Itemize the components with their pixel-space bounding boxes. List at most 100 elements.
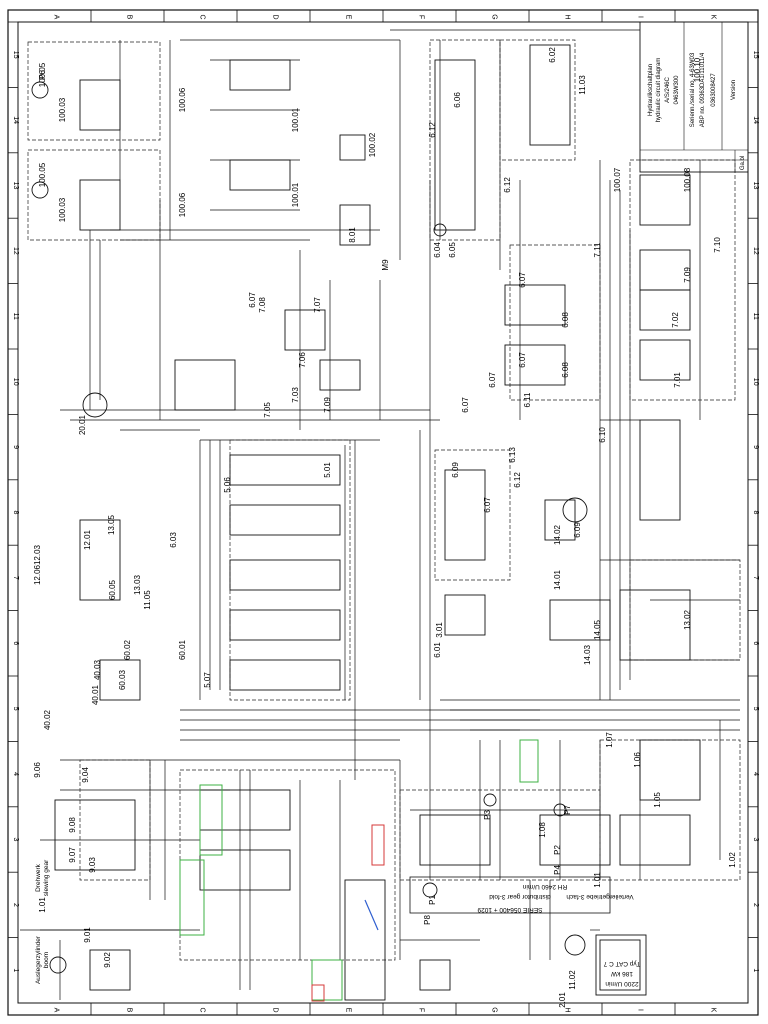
motor-type: Typ CAT C 7 [603,960,640,967]
boom-label: Auslegerzylinder [35,935,42,984]
component-block [599,939,641,991]
component-id: 9.07 [68,847,77,863]
col-label-top: D [272,14,279,19]
component-id: 6.06 [453,92,462,108]
component-block [419,814,491,866]
component-id: 6.07 [488,372,497,388]
component-id: 9.04 [81,767,90,783]
component-id: 1.02 [728,852,737,868]
assembly-outline [629,159,736,401]
component-block [199,789,291,831]
flow-series: SERIE 056400 + 1029 [477,906,542,913]
row-label-left: 11 [12,313,19,320]
component-id: 1.07 [605,732,614,748]
component-block [639,289,691,331]
component-id: 7.09 [323,397,332,413]
annotation-green-4 [311,959,343,1001]
assembly-outline [509,244,601,401]
component-id: 100.10 [693,57,702,82]
title-line5: Serienn./serial no. 4-63W03 [690,52,696,127]
col-label-top: A [53,15,60,20]
col-label-top: G [491,14,498,19]
row-label-left: 9 [12,445,19,449]
outer-frame [7,9,759,1016]
motor-kw: 186 kW [610,970,633,977]
row-label-right: 4 [752,772,759,776]
assembly-outline [229,439,351,701]
component-id: 7.07 [313,297,322,313]
component-id: P2 [553,845,562,855]
col-label-bottom: H [564,1007,571,1012]
col-label-top: K [710,15,717,20]
motor-rpm: 2200 U/min [605,980,639,987]
assembly-outline [599,739,741,881]
component-block [174,359,236,411]
component-block [79,519,121,601]
component-id: 100.01 [291,107,300,132]
component-id: 9.01 [83,927,92,943]
component-id: 100.05 [38,162,47,187]
row-label-left: 15 [12,51,19,59]
col-label-top: I [637,16,644,18]
assembly-outline [399,789,601,881]
pump-label: Verteilergetriebe 3-fach [566,893,634,900]
pump-motor-symbol [433,223,447,237]
component-id: 100.03 [58,97,67,122]
col-label-top: B [126,15,133,20]
component-id: 12.06 [33,564,42,585]
annotation-red-2 [311,984,325,1002]
component-id: 14.01 [553,569,562,590]
annotation-green-3 [179,859,205,936]
row-label-left: 3 [12,838,19,842]
row-label-left: 5 [12,707,19,711]
pump-ratio: distributor gear 3-fold [489,893,551,900]
component-block [339,204,371,246]
component-block [529,44,571,146]
component-block [344,879,386,1001]
component-block [419,959,451,991]
component-id: 7.02 [671,312,680,328]
flow-rpm: RH 2460 U/min [522,883,567,890]
component-id: 6.07 [483,497,492,513]
component-id: 100.08 [683,167,692,192]
slewing-label: Drehwerk [35,863,42,892]
component-block [544,499,576,541]
component-id: 6.09 [451,462,460,478]
component-id: 12.01 [83,529,92,550]
col-label-bottom: E [345,1008,352,1013]
component-id: 13.02 [683,609,692,630]
component-id: 14.05 [593,619,602,640]
component-id: 6.02 [548,47,557,63]
component-id: 100.07 [613,167,622,192]
assembly-outline [179,769,396,961]
component-id: P4 [553,865,562,875]
component-block [639,174,691,226]
component-id: 6.13 [508,447,517,463]
slewing-label-2: slewing gear [43,859,50,896]
component-block [639,339,691,381]
boom-label-2: boom [43,952,50,968]
component-id: 6.04 [433,242,442,258]
component-block [229,454,341,486]
component-id: 9.03 [88,857,97,873]
pump-motor-symbol [564,934,586,956]
assembly-outline [434,449,511,581]
component-block [639,739,701,801]
row-label-right: 5 [752,707,759,711]
component-id: 1.01 [593,872,602,888]
drive-notes: Verteilergetriebe 3-fach distributor gea… [35,859,647,996]
component-id: 1.05 [653,792,662,808]
annotation-blue-1 [364,899,379,931]
pump-motor-symbol [49,956,67,974]
annotation-green-2 [199,784,223,856]
row-label-left: 10 [12,378,19,386]
row-label-left: 1 [12,968,19,972]
component-block [99,659,141,701]
component-block [444,594,486,636]
component-id: 6.07 [461,397,470,413]
component-id: 7.10 [713,237,722,253]
component-id: 8.01 [348,227,357,243]
component-id: 3.01 [435,622,444,638]
pump-motor-symbol [553,803,567,817]
row-label-left: 8 [12,511,19,515]
